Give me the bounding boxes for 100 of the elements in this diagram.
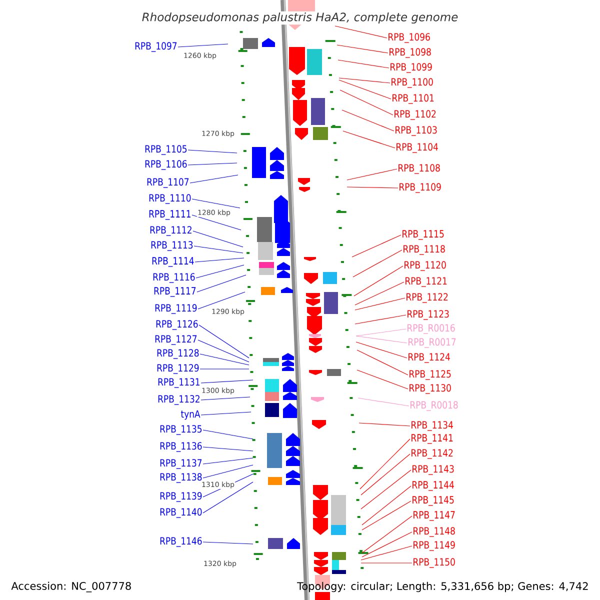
gene-label: RPB_1115 xyxy=(402,230,444,240)
gene-label: RPB_1128 xyxy=(157,349,199,359)
gene-label: RPB_1116 xyxy=(153,273,195,283)
leader-line xyxy=(362,500,412,530)
leader-line xyxy=(362,486,412,526)
gene-label: RPB_1117 xyxy=(154,287,196,297)
gene-label: RPB_1150 xyxy=(414,558,455,568)
leader-line xyxy=(360,454,410,496)
gene-label: RPB_1099 xyxy=(390,63,432,73)
gene-label: RPB_1107 xyxy=(147,178,189,188)
footer-text: Topology: circular; Length: 5,331,656 bp; Genes: 4,742 xyxy=(297,582,588,592)
gene-label: RPB_1149 xyxy=(414,541,455,551)
leader-line xyxy=(354,282,404,306)
leader-line xyxy=(358,422,410,426)
gene-label: RPB_1143 xyxy=(412,465,454,475)
leader-line xyxy=(196,264,244,278)
gene-label: RPB_1147 xyxy=(414,511,455,521)
leader-line xyxy=(338,78,390,84)
gene-label: RPB_1111 xyxy=(149,210,191,220)
leader-line xyxy=(362,532,412,558)
gene-label: RPB_1139 xyxy=(160,492,202,502)
gene-label: RPB_1110 xyxy=(149,194,191,204)
gene-label: RPB_1106 xyxy=(145,160,187,170)
leader-line xyxy=(196,274,246,292)
gene-label: RPB_1124 xyxy=(408,353,450,363)
gene-label: RPB_1148 xyxy=(414,527,455,537)
gene-label: RPB_1101 xyxy=(392,94,434,104)
leader-line xyxy=(198,340,250,362)
gene-label: RPB_1132 xyxy=(158,395,200,405)
leader-line xyxy=(198,292,246,310)
leader-line xyxy=(194,258,244,262)
gene-label: RPB_1135 xyxy=(160,425,202,435)
leader-line xyxy=(340,90,394,116)
gene-label: RPB_1146 xyxy=(160,537,202,547)
leader-line xyxy=(192,214,242,230)
gene-label: RPB_1127 xyxy=(155,335,197,345)
leader-line xyxy=(202,458,254,464)
gene-label: RPB_1103 xyxy=(396,126,437,136)
leader-line xyxy=(360,546,412,560)
gene-label: RPB_R0017 xyxy=(408,338,456,348)
leader-line xyxy=(360,470,412,510)
leader-line xyxy=(338,60,390,68)
gene-label: RPB_1104 xyxy=(396,143,438,153)
gene-label: RPB_1131 xyxy=(158,378,200,388)
gene-label: RPB_1096 xyxy=(388,33,430,43)
leader-line xyxy=(198,324,250,358)
gene-label: RPB_1141 xyxy=(412,434,453,444)
leader-line xyxy=(346,186,398,188)
leader-line xyxy=(352,250,402,278)
gene-label: RPB_1126 xyxy=(156,320,198,330)
title: Rhodopseudomonas palustris HaA2, complete genome xyxy=(140,11,460,25)
gene-label: RPB_1118 xyxy=(404,245,445,255)
leader-line xyxy=(200,368,250,370)
gene-label: RPB_1105 xyxy=(145,145,187,155)
leader-line xyxy=(356,336,408,344)
leader-line xyxy=(354,298,406,310)
gene-label: RPB_1109 xyxy=(400,183,441,193)
leader-line xyxy=(360,562,412,564)
leader-line xyxy=(200,412,252,416)
gene-label: RPB_R0018 xyxy=(410,401,458,411)
gene-label: RPB_1122 xyxy=(406,293,448,303)
leader-line xyxy=(202,482,254,514)
gene-label: RPB_1114 xyxy=(152,257,194,267)
gene-label: RPB_1136 xyxy=(160,442,202,452)
leader-line xyxy=(178,44,228,48)
leader-line xyxy=(356,370,408,390)
leader-line xyxy=(188,150,238,154)
gene-label: RPB_1129 xyxy=(157,364,199,374)
gene-label: RPB_1119 xyxy=(155,304,197,314)
leader-line xyxy=(202,430,254,440)
gene-label: RPB_1121 xyxy=(406,277,447,287)
leader-line xyxy=(354,314,406,324)
gene-label: RPB_1144 xyxy=(412,481,454,491)
leader-line xyxy=(356,350,408,376)
leader-line xyxy=(354,266,404,296)
gene-label: RPB_1108 xyxy=(398,164,440,174)
leader-line xyxy=(342,130,396,148)
leader-line xyxy=(362,516,412,554)
leader-line xyxy=(356,342,408,358)
leader-line xyxy=(200,354,250,366)
gene-label: RPB_1112 xyxy=(150,226,192,236)
leader-line xyxy=(352,234,402,258)
leader-line xyxy=(346,168,398,180)
gene-label: tynA xyxy=(180,410,200,420)
gene-label: RPB_1130 xyxy=(410,384,451,394)
leader-line xyxy=(336,44,388,54)
leader-line xyxy=(356,328,406,336)
leader-line xyxy=(360,438,410,490)
leader-line xyxy=(202,446,254,452)
leader-line xyxy=(334,26,388,38)
leader-line xyxy=(192,198,240,208)
leader-line xyxy=(188,162,238,166)
leader-line xyxy=(338,80,392,100)
gene-label: RPB_R0016 xyxy=(408,324,455,334)
gene-label: RPB_1125 xyxy=(410,370,451,380)
gene-label: RPB_1123 xyxy=(408,310,449,320)
leader-line xyxy=(342,110,394,132)
gene-label: RPB_1097 xyxy=(135,42,177,52)
leader-line xyxy=(358,398,410,406)
leader-line xyxy=(202,464,254,478)
